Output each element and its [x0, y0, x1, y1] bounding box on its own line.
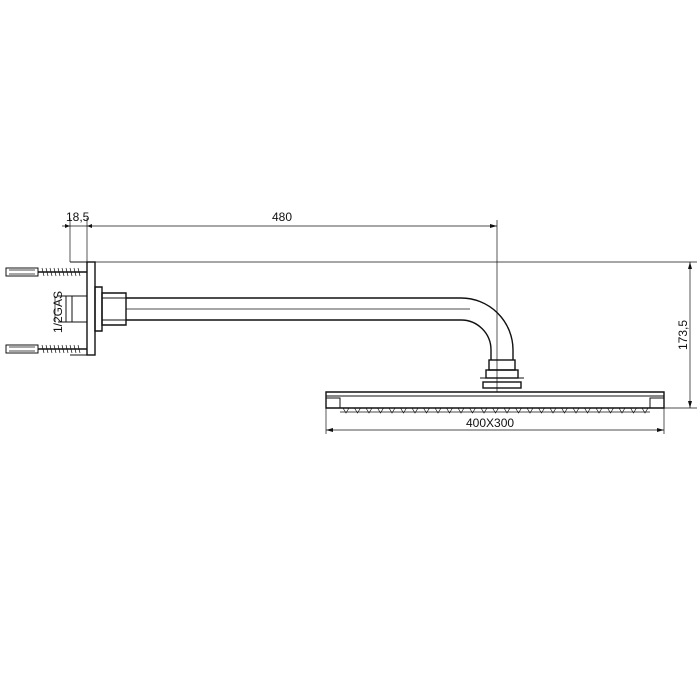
- nozzle: [388, 407, 396, 414]
- nozzle: [480, 407, 488, 414]
- nozzle: [549, 407, 557, 414]
- nozzle: [457, 407, 465, 414]
- nozzle: [584, 407, 591, 414]
- nozzle-row: [342, 407, 649, 414]
- threaded-inlet: [58, 295, 87, 323]
- nozzle: [342, 407, 350, 414]
- nozzle: [572, 407, 580, 414]
- nozzle: [469, 407, 476, 414]
- nozzle: [515, 407, 522, 414]
- anchor-bolt-top: [5, 267, 87, 277]
- nozzle: [526, 407, 534, 414]
- shower-head: [325, 391, 665, 414]
- dim-arm-length: 480: [272, 210, 292, 224]
- dimensions: 18,5 480 173,5 400X300 1/2GAS: [51, 210, 697, 434]
- nozzle: [538, 407, 545, 414]
- nozzle: [503, 407, 511, 414]
- nozzle: [423, 407, 430, 414]
- nozzle: [630, 407, 637, 414]
- nozzle: [618, 407, 626, 414]
- wall-plate: [86, 261, 96, 356]
- nozzle: [492, 407, 499, 414]
- nozzle: [400, 407, 407, 414]
- nozzle: [607, 407, 614, 414]
- nozzle: [595, 407, 603, 414]
- nozzle: [446, 407, 453, 414]
- shower-arm: [94, 286, 524, 389]
- dim-drop-height: 173,5: [676, 320, 690, 350]
- nozzle: [411, 407, 419, 414]
- nozzle: [641, 407, 649, 414]
- nozzle: [377, 407, 384, 414]
- nozzle: [561, 407, 568, 414]
- wall-mount: [5, 261, 96, 356]
- nozzle: [354, 407, 361, 414]
- dim-thread: 1/2GAS: [51, 291, 65, 333]
- nozzle: [365, 407, 373, 414]
- nozzle: [434, 407, 442, 414]
- anchor-bolt-bottom: [5, 344, 87, 354]
- dim-flange-depth: 18,5: [66, 210, 90, 224]
- dim-head-size: 400X300: [466, 416, 514, 430]
